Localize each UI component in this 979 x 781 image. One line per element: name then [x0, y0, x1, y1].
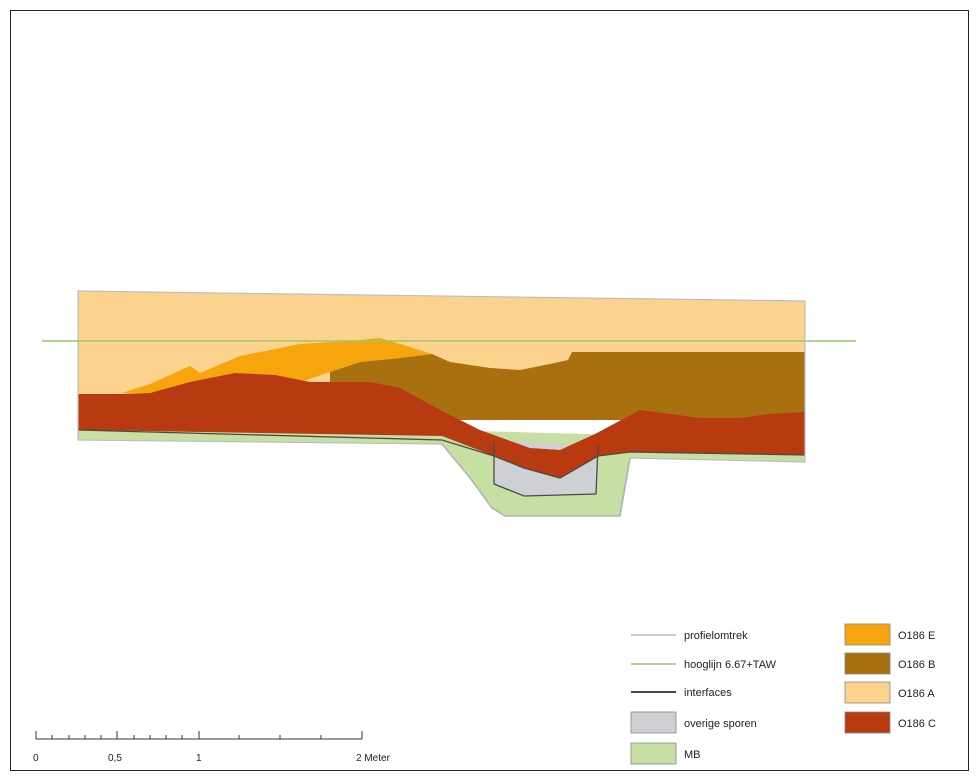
layer-o186-e	[122, 338, 432, 393]
legend-label-hooglijn: hooglijn 6.67+TAW	[684, 659, 777, 671]
layer-o186-c	[78, 373, 805, 478]
scale-bar	[35, 731, 363, 740]
legend-label-mb: MB	[684, 749, 701, 761]
legend-label-o186-c: O186 C	[898, 718, 936, 730]
legend-patch-overige-sporen	[630, 711, 677, 734]
scale-label: 0	[33, 753, 39, 764]
legend-label-o186-a: O186 A	[898, 688, 935, 700]
scale-label: 2 Meter	[356, 753, 391, 764]
scale-label: 1	[196, 753, 202, 764]
legend-label-o186-e: O186 E	[898, 630, 935, 642]
legend-patch-mb	[630, 742, 677, 765]
layer-o186-b	[330, 352, 805, 420]
legend-patch-o186-a	[844, 681, 891, 704]
scale-label: 0,5	[108, 753, 122, 764]
legend: profielomtrek hooglijn 6.67+TAW interfac…	[630, 623, 936, 765]
scale-bar-labels: 0 0,5 1 2 Meter	[33, 753, 391, 764]
profile-outline	[77, 290, 806, 517]
legend-patch-o186-c	[844, 711, 891, 734]
legend-label-interfaces: interfaces	[684, 687, 732, 699]
profile-layers	[78, 291, 805, 516]
legend-label-overige-sporen: overige sporen	[684, 718, 757, 730]
interface-line	[77, 429, 806, 479]
legend-patch-o186-e	[844, 623, 891, 646]
legend-label-o186-b: O186 B	[898, 659, 935, 671]
interface-line	[493, 442, 599, 497]
legend-label-profielomtrek: profielomtrek	[684, 630, 748, 642]
legend-patch-o186-b	[844, 652, 891, 675]
